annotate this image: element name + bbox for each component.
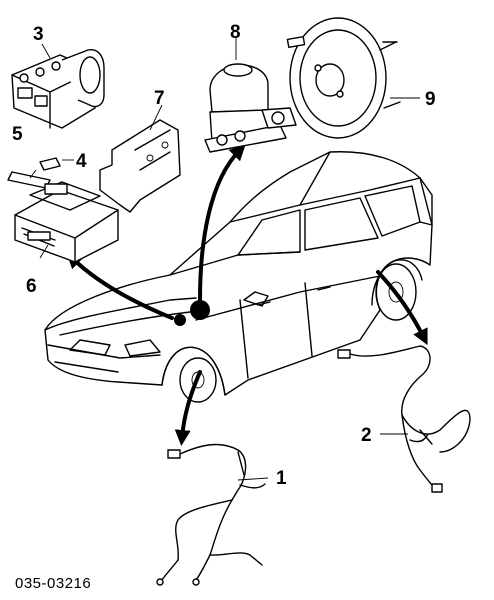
callout-2: 2 — [361, 425, 372, 446]
callout-6: 6 — [26, 276, 37, 297]
callout-9: 9 — [425, 89, 436, 110]
callout-5: 5 — [12, 124, 23, 145]
control-module — [14, 181, 119, 263]
callout-8: 8 — [230, 22, 241, 43]
arrow-to-rear-sensor — [376, 270, 428, 346]
clip — [39, 157, 61, 171]
abs-unit-location-marker — [174, 314, 186, 326]
master-cylinder-location-marker — [190, 300, 210, 320]
car-body — [44, 151, 433, 403]
figure-code: 035-03216 — [15, 575, 91, 592]
rear-wheel-sensor-harness — [337, 345, 471, 493]
mounting-bracket — [99, 119, 181, 213]
brake-booster — [286, 17, 401, 139]
leader-lines — [29, 38, 420, 481]
master-cylinder — [204, 63, 297, 153]
arrow-to-master-cylinder — [198, 144, 246, 302]
arrow-to-hydraulic-unit — [66, 252, 174, 320]
arrow-to-front-sensor — [174, 370, 202, 446]
callout-4: 4 — [76, 151, 87, 172]
front-wheel-sensor-harness — [156, 443, 266, 586]
callout-7: 7 — [154, 88, 165, 109]
hydraulic-unit — [11, 49, 105, 129]
callout-3: 3 — [33, 24, 44, 45]
bracket-strip — [7, 171, 51, 189]
callout-1: 1 — [276, 468, 287, 489]
